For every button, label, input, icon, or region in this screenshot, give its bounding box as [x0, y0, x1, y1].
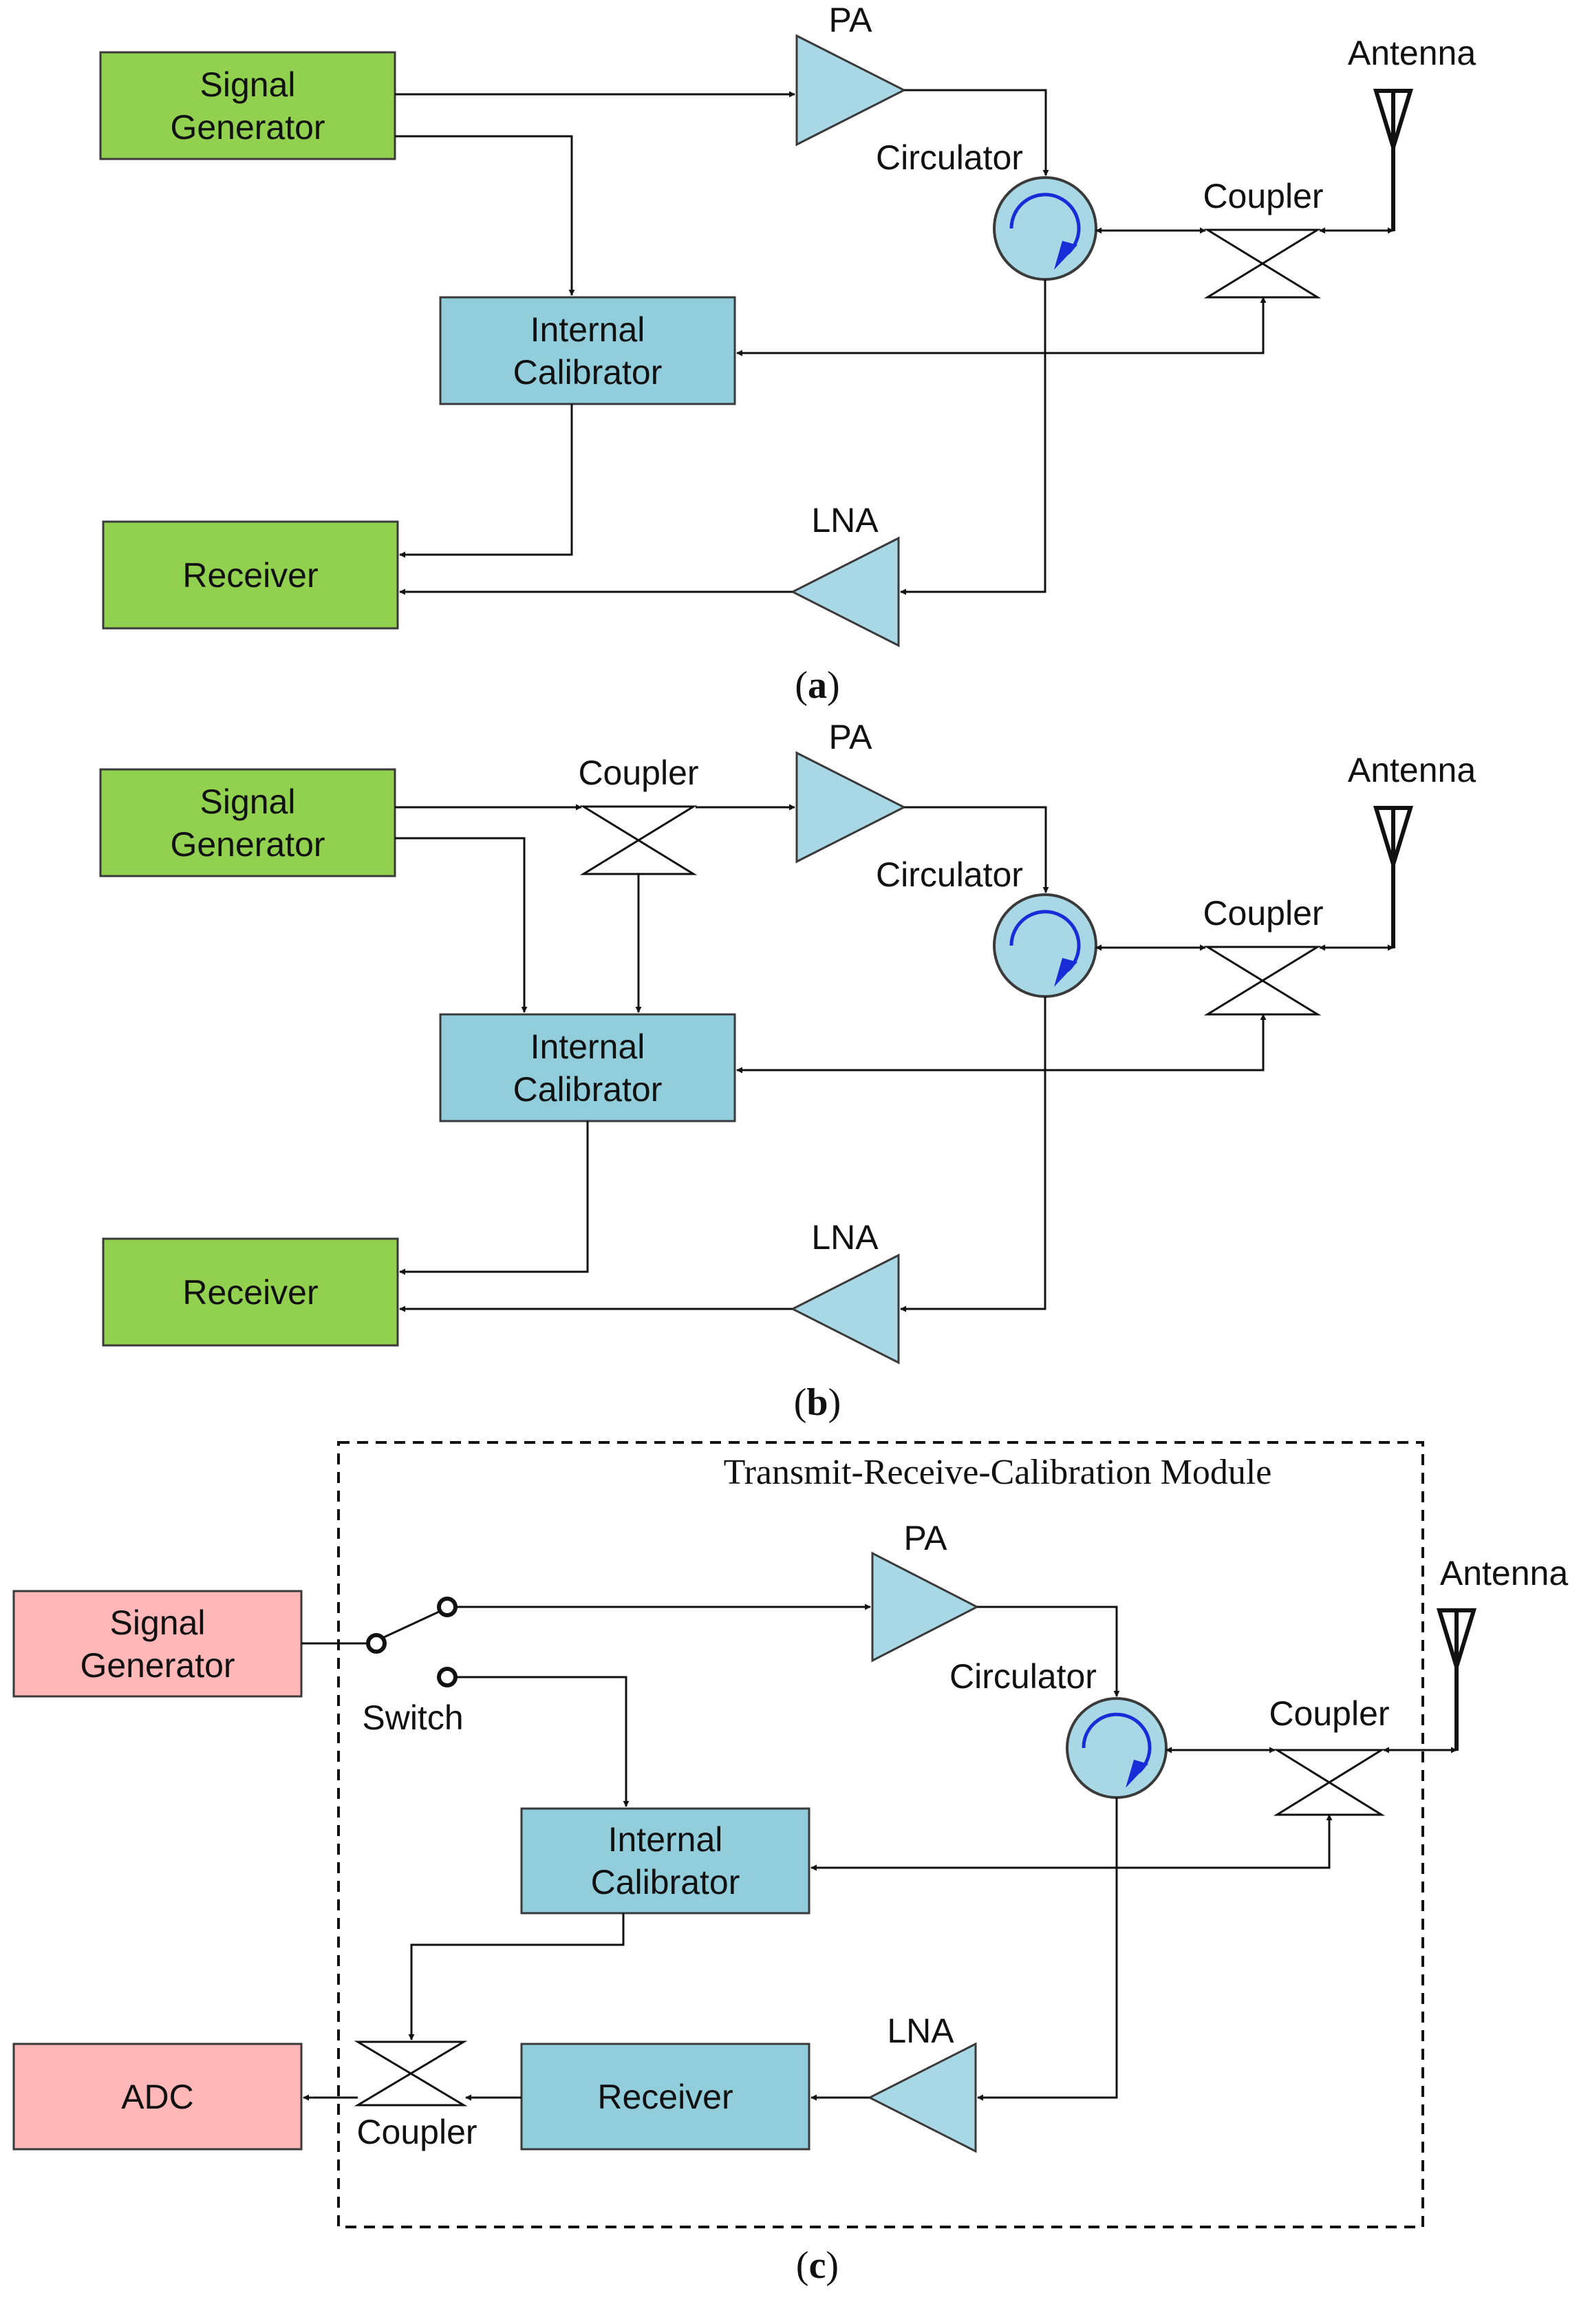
internal-calibrator-block: [439, 296, 736, 405]
connector: [900, 279, 1046, 595]
pa-label: PA: [904, 1519, 948, 1557]
connector: [904, 806, 1049, 893]
coupler-label: Coupler: [356, 2113, 477, 2151]
connector: [736, 1014, 1267, 1074]
connector: [399, 404, 573, 558]
circulator-label: Circulator: [949, 1657, 1097, 1696]
coupler-icon: [1203, 946, 1322, 1016]
circulator-label: Circulator: [876, 138, 1023, 177]
lna-label: LNA: [811, 501, 879, 540]
switch-icon: [301, 1597, 458, 1687]
coupler-icon: [1273, 1749, 1386, 1816]
connector: [395, 135, 575, 296]
connector: [395, 837, 528, 1013]
circulator-icon: [993, 893, 1097, 998]
switch-label: Switch: [362, 1698, 463, 1737]
coupler-icon: [354, 2040, 468, 2107]
caption-b: (b): [794, 1381, 841, 1424]
coupler-label: Coupler: [1203, 177, 1323, 215]
circulator-icon: [993, 176, 1097, 281]
connector: [900, 996, 1046, 1312]
circulator-label: Circulator: [876, 855, 1023, 894]
panel-c: Transmit-Receive-Calibration Module Sign…: [12, 1441, 1568, 2287]
receiver-block: [520, 2043, 810, 2151]
signal-generator-block: [99, 768, 396, 877]
coupler-icon: [1203, 228, 1322, 299]
antenna-label: Antenna: [1440, 1554, 1568, 1592]
lna-label: LNA: [811, 1218, 879, 1257]
coupler-icon: [579, 805, 698, 875]
internal-calibrator-block: [520, 1807, 810, 1915]
amplifier-icon: [795, 34, 907, 147]
adc-label: ADC: [121, 2078, 194, 2116]
caption-c: (c): [796, 2244, 839, 2287]
amplifier-icon: [795, 751, 907, 864]
internal-calibrator-block: [439, 1013, 736, 1122]
pa-label: PA: [829, 718, 873, 756]
amplifier-icon: [790, 536, 900, 648]
antenna-icon: [1373, 89, 1414, 231]
antenna-label: Antenna: [1348, 751, 1476, 789]
connector: [408, 1913, 625, 2040]
coupler-label: Coupler: [1269, 1694, 1389, 1733]
receiver-block: [102, 520, 399, 630]
connector: [904, 89, 1049, 176]
receiver-label: Receiver: [182, 1273, 318, 1312]
module-title: Transmit-Receive-Calibration Module: [724, 1453, 1272, 1492]
coupler-label: Coupler: [578, 754, 698, 792]
connector: [977, 1606, 1120, 1697]
coupler-label: Coupler: [1203, 894, 1323, 932]
pa-label: PA: [829, 1, 873, 39]
signal-generator-block: [99, 51, 396, 160]
amplifier-icon: [790, 1253, 900, 1365]
connector: [455, 1676, 630, 1807]
amplifier-icon: [871, 1551, 980, 1663]
antenna-icon: [1436, 1608, 1477, 1751]
signal-generator-block: [12, 1590, 303, 1698]
lna-label: LNA: [887, 2012, 954, 2050]
circulator-icon: [1066, 1697, 1168, 1799]
adc-block: [12, 2043, 303, 2151]
amplifier-icon: [867, 2042, 977, 2153]
antenna-icon: [1373, 806, 1414, 948]
receiver-label: Receiver: [182, 556, 318, 595]
connector: [977, 1798, 1118, 2101]
receiver-block: [102, 1237, 399, 1347]
module-boundary: [337, 1441, 1424, 2228]
connector: [810, 1814, 1333, 1871]
receiver-label: Receiver: [597, 2078, 733, 2116]
connector: [399, 1121, 589, 1275]
antenna-label: Antenna: [1348, 34, 1476, 72]
caption-a: (a): [795, 664, 839, 707]
connector: [736, 297, 1267, 356]
